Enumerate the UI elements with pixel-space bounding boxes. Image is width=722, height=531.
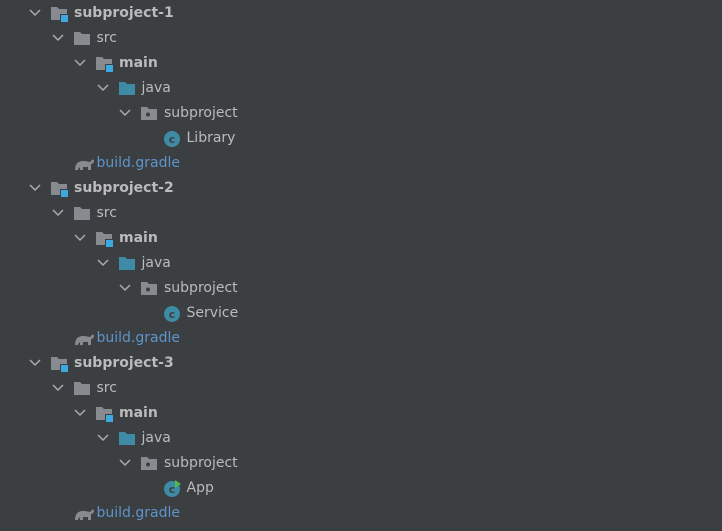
runnable-class-icon: c: [163, 480, 181, 497]
tree-node[interactable]: subproject: [0, 101, 722, 126]
tree-node-label: subproject: [164, 280, 238, 296]
gradle-elephant-icon: [73, 505, 94, 522]
chevron-down-icon[interactable]: [28, 1, 42, 26]
tree-node[interactable]: java: [0, 426, 722, 451]
tree-node-label: main: [119, 405, 158, 421]
chevron-down-icon[interactable]: [51, 376, 65, 401]
tree-node-label: src: [96, 380, 117, 396]
chevron-down-icon[interactable]: [118, 101, 132, 126]
gradle-elephant-icon: [73, 330, 94, 347]
tree-node-label: subproject-1: [74, 5, 174, 21]
tree-node[interactable]: subproject: [0, 276, 722, 301]
tree-node[interactable]: main: [0, 226, 722, 251]
module-folder-icon: [95, 230, 113, 247]
module-folder-icon: [50, 180, 68, 197]
tree-node-label: subproject-3: [74, 355, 174, 371]
package-icon: [140, 455, 158, 472]
tree-node[interactable]: src: [0, 201, 722, 226]
tree-node[interactable]: c Service: [0, 301, 722, 326]
chevron-down-icon[interactable]: [51, 201, 65, 226]
chevron-down-icon[interactable]: [51, 26, 65, 51]
tree-node[interactable]: java: [0, 76, 722, 101]
tree-node-label: java: [141, 80, 171, 96]
module-folder-icon: [95, 55, 113, 72]
chevron-down-icon[interactable]: [96, 76, 110, 101]
class-icon: c: [163, 130, 181, 147]
tree-node[interactable]: build.gradle: [0, 151, 722, 176]
tree-node-label: build.gradle: [96, 155, 181, 171]
chevron-down-icon[interactable]: [28, 176, 42, 201]
gradle-elephant-icon: [73, 155, 94, 172]
chevron-down-icon[interactable]: [118, 276, 132, 301]
tree-node-label: src: [96, 30, 117, 46]
module-folder-icon: [50, 355, 68, 372]
tree-node-label: java: [141, 255, 171, 271]
tree-node-label: java: [141, 430, 171, 446]
chevron-down-icon[interactable]: [96, 251, 110, 276]
source-folder-icon: [118, 80, 136, 97]
tree-node[interactable]: java: [0, 251, 722, 276]
tree-node-label: Service: [186, 305, 239, 321]
tree-node-label: Library: [186, 130, 236, 146]
chevron-down-icon[interactable]: [28, 351, 42, 376]
tree-node[interactable]: subproject-1: [0, 1, 722, 26]
tree-node-label: main: [119, 55, 158, 71]
package-icon: [140, 105, 158, 122]
folder-icon: [73, 205, 91, 222]
tree-node[interactable]: subproject-3: [0, 351, 722, 376]
tree-node-label: App: [186, 480, 214, 496]
chevron-down-icon[interactable]: [73, 226, 87, 251]
tree-node-label: build.gradle: [96, 330, 181, 346]
folder-icon: [73, 30, 91, 47]
tree-node[interactable]: c Library: [0, 126, 722, 151]
package-icon: [140, 280, 158, 297]
tree-node-label: subproject: [164, 455, 238, 471]
class-icon: c: [163, 305, 181, 322]
tree-node-label: build.gradle: [96, 505, 181, 521]
folder-icon: [73, 380, 91, 397]
tree-node[interactable]: src: [0, 376, 722, 401]
tree-node[interactable]: src: [0, 26, 722, 51]
svg-text:c: c: [168, 308, 175, 321]
svg-text:c: c: [168, 483, 175, 496]
tree-node-label: subproject: [164, 105, 238, 121]
tree-node[interactable]: build.gradle: [0, 501, 722, 526]
tree-node-label: main: [119, 230, 158, 246]
tree-node[interactable]: build.gradle: [0, 326, 722, 351]
chevron-down-icon[interactable]: [73, 401, 87, 426]
tree-node[interactable]: main: [0, 51, 722, 76]
tree-node[interactable]: c App: [0, 476, 722, 501]
module-folder-icon: [50, 5, 68, 22]
tree-node[interactable]: subproject-2: [0, 176, 722, 201]
chevron-down-icon[interactable]: [73, 51, 87, 76]
tree-node-label: src: [96, 205, 117, 221]
tree-node-label: subproject-2: [74, 180, 174, 196]
tree-node[interactable]: subproject: [0, 451, 722, 476]
svg-text:c: c: [168, 133, 175, 146]
module-folder-icon: [95, 405, 113, 422]
tree-node[interactable]: main: [0, 401, 722, 426]
chevron-down-icon[interactable]: [96, 426, 110, 451]
chevron-down-icon[interactable]: [118, 451, 132, 476]
source-folder-icon: [118, 255, 136, 272]
source-folder-icon: [118, 430, 136, 447]
